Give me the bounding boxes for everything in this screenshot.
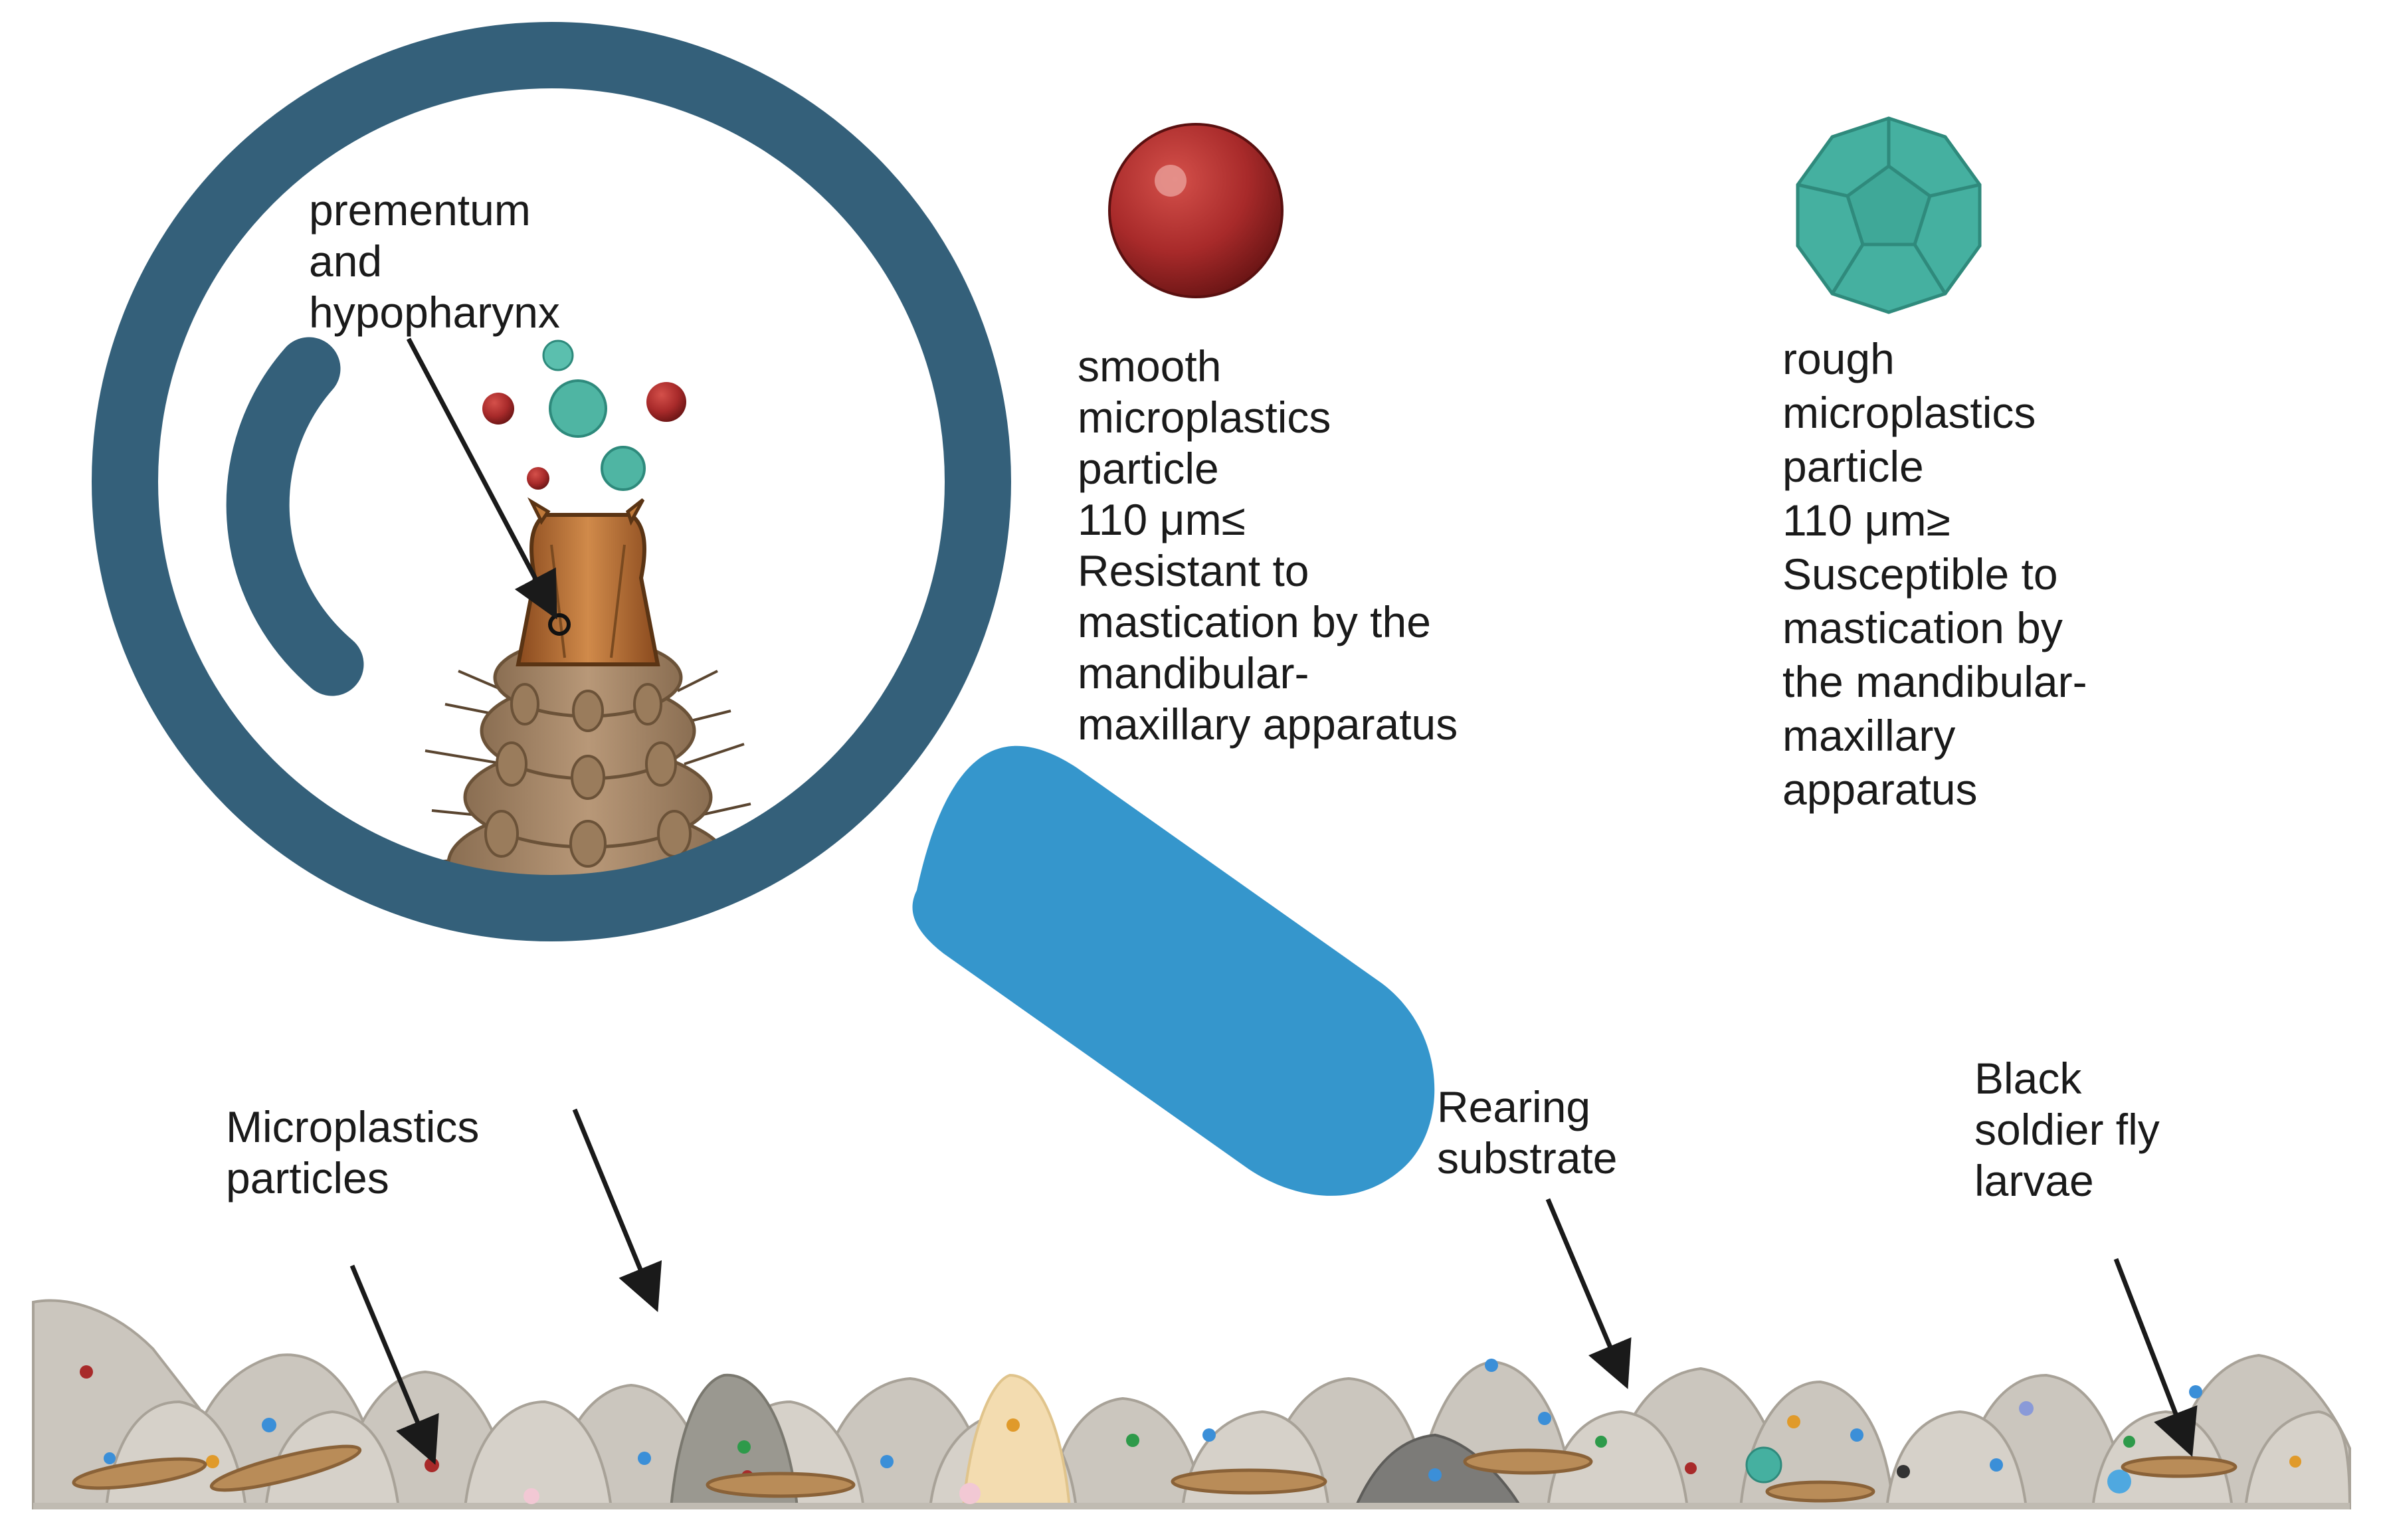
rearing-substrate-arrow (1545, 1198, 1632, 1389)
prementum-label: prementum and hypopharynx (309, 185, 560, 337)
bsf-larvae-label: Black soldier fly larvae (1974, 1054, 2160, 1205)
rough-particle-description: rough microplastics particle 110 μm≥ Sus… (1782, 334, 2087, 814)
floating-particles (482, 339, 686, 491)
larvae-on-substrate (72, 1444, 2238, 1503)
pointer-arrows (349, 1108, 2198, 1465)
red-sphere-icon (1108, 123, 1284, 298)
bsf-larvae-arrow (2113, 1258, 2198, 1458)
magnifying-glass-icon (92, 22, 1011, 941)
teal-dodecahedron-icon (1796, 116, 1982, 314)
smooth-particle-description: smooth microplastics particle 110 μm≤ Re… (1078, 341, 1458, 749)
rearing-substrate-label: Rearing substrate (1437, 1082, 1618, 1183)
microplastics-arrow-2 (572, 1108, 662, 1312)
microplastics-label: Microplastics particles (226, 1102, 480, 1203)
prementum-arrow (406, 337, 557, 620)
magnifier-handle (912, 745, 1435, 1196)
microplastics-arrow (349, 1264, 439, 1465)
